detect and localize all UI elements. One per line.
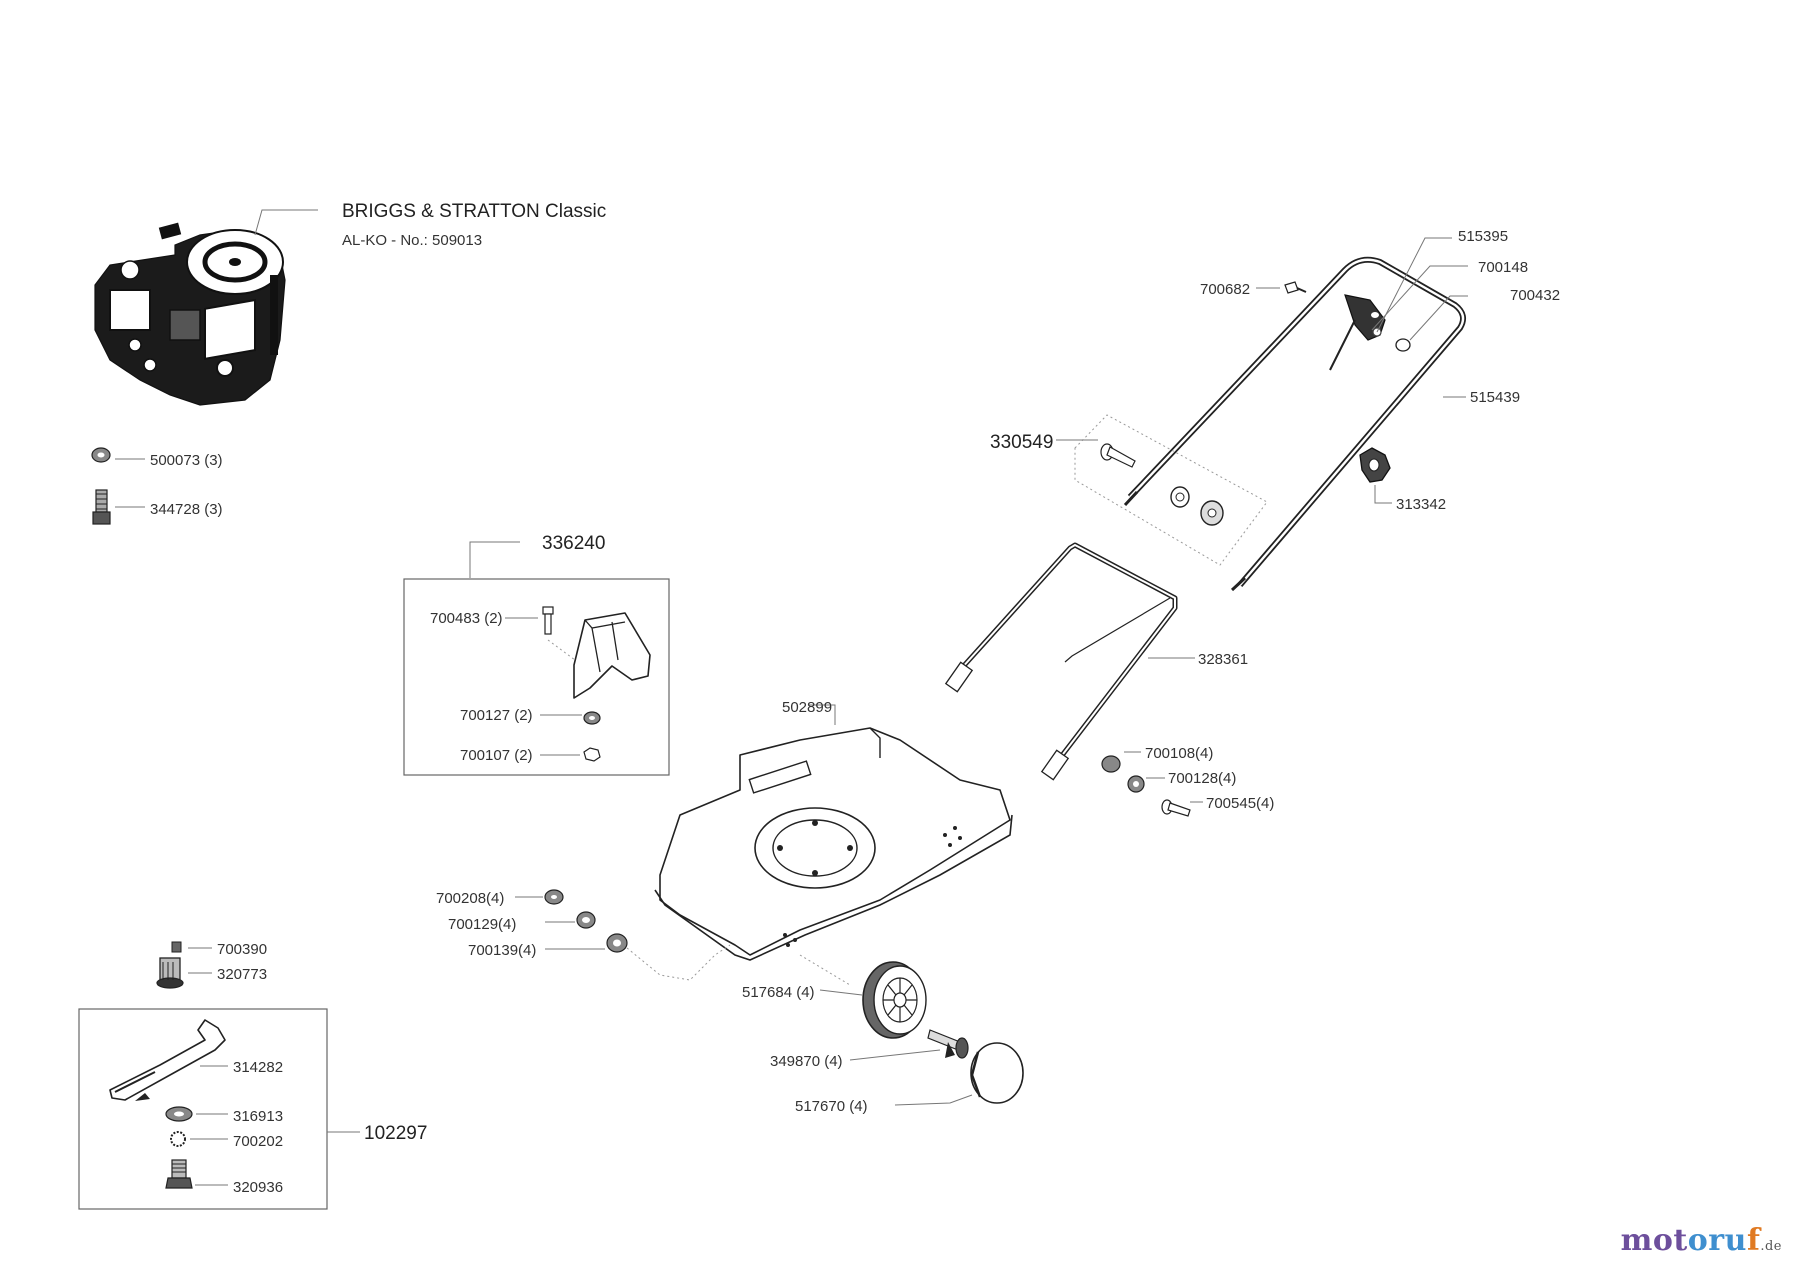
label-700127: 700127 (2)	[460, 707, 533, 724]
lockwasher-700202	[170, 1131, 186, 1147]
hubcap-517670	[970, 1042, 1024, 1104]
label-344728: 344728 (3)	[150, 501, 223, 518]
label-314282: 314282	[233, 1059, 283, 1076]
nut-500073	[91, 447, 111, 463]
screw-700682	[1284, 281, 1307, 294]
engine-subtitle: AL-KO - No.: 509013	[342, 232, 482, 249]
label-316913: 316913	[233, 1108, 283, 1125]
engine-illustration	[94, 222, 286, 406]
label-700390: 700390	[217, 941, 267, 958]
label-328361: 328361	[1198, 651, 1248, 668]
label-700202: 700202	[233, 1133, 283, 1150]
label-515395: 515395	[1458, 228, 1508, 245]
blade-314282	[109, 1019, 226, 1101]
nut-700208	[544, 889, 564, 905]
adapter-320773	[156, 957, 184, 989]
cap-700432	[1395, 338, 1411, 352]
washer-700129	[576, 911, 596, 929]
label-700208: 700208(4)	[436, 890, 504, 907]
label-515439: 515439	[1470, 389, 1520, 406]
label-700483: 700483 (2)	[430, 610, 503, 627]
watermark-logo: motoruf.de	[1621, 1223, 1782, 1258]
label-700682: 700682	[1200, 281, 1250, 298]
label-700139: 700139(4)	[468, 942, 536, 959]
bracket-336240	[573, 612, 651, 699]
label-700108: 700108(4)	[1145, 745, 1213, 762]
deck-502899	[654, 727, 1013, 961]
label-500073: 500073 (3)	[150, 452, 223, 469]
label-320773: 320773	[217, 966, 267, 983]
watermark-part1: mot	[1620, 1223, 1688, 1258]
label-349870: 349870 (4)	[770, 1053, 843, 1070]
label-502899: 502899	[782, 699, 832, 716]
axle-bolt-349870	[927, 1029, 969, 1059]
watermark-part2: oru	[1687, 1223, 1747, 1258]
washer-700127	[583, 711, 601, 725]
knob-313342	[1359, 447, 1391, 483]
engine-title: BRIGGS & STRATTON Classic	[342, 201, 606, 222]
lower-handle-328361	[944, 542, 1178, 781]
nut-700108	[1101, 755, 1121, 773]
label-700129: 700129(4)	[448, 916, 516, 933]
label-330549: 330549	[990, 432, 1053, 453]
bolt-320936	[165, 1159, 193, 1189]
kit-box-336240	[403, 578, 670, 776]
label-102297: 102297	[364, 1123, 427, 1144]
label-517684: 517684 (4)	[742, 984, 815, 1001]
label-700107: 700107 (2)	[460, 747, 533, 764]
nut-700107	[583, 747, 601, 762]
watermark-part3: f	[1746, 1223, 1761, 1258]
watermark-suffix: .de	[1760, 1239, 1782, 1254]
bolt-344728	[92, 489, 111, 525]
kit-outline-330549	[1074, 414, 1268, 566]
kit-parts-330549	[1100, 443, 1224, 526]
washer-700128	[1127, 775, 1145, 793]
wheel-517684	[862, 961, 927, 1039]
label-700128: 700128(4)	[1168, 770, 1236, 787]
kit-box-102297	[78, 1008, 328, 1210]
nut-700390	[171, 941, 182, 953]
washer-700139	[606, 933, 628, 953]
label-320936: 320936	[233, 1179, 283, 1196]
bolt-700545	[1161, 799, 1191, 817]
label-700432: 700432	[1510, 287, 1560, 304]
upper-handle-515439	[1123, 256, 1467, 592]
label-336240: 336240	[542, 533, 605, 554]
label-700148: 700148	[1478, 259, 1528, 276]
label-313342: 313342	[1396, 496, 1446, 513]
bolt-700483	[542, 606, 554, 635]
label-517670: 517670 (4)	[795, 1098, 868, 1115]
washer-316913	[165, 1106, 193, 1122]
label-700545: 700545(4)	[1206, 795, 1274, 812]
